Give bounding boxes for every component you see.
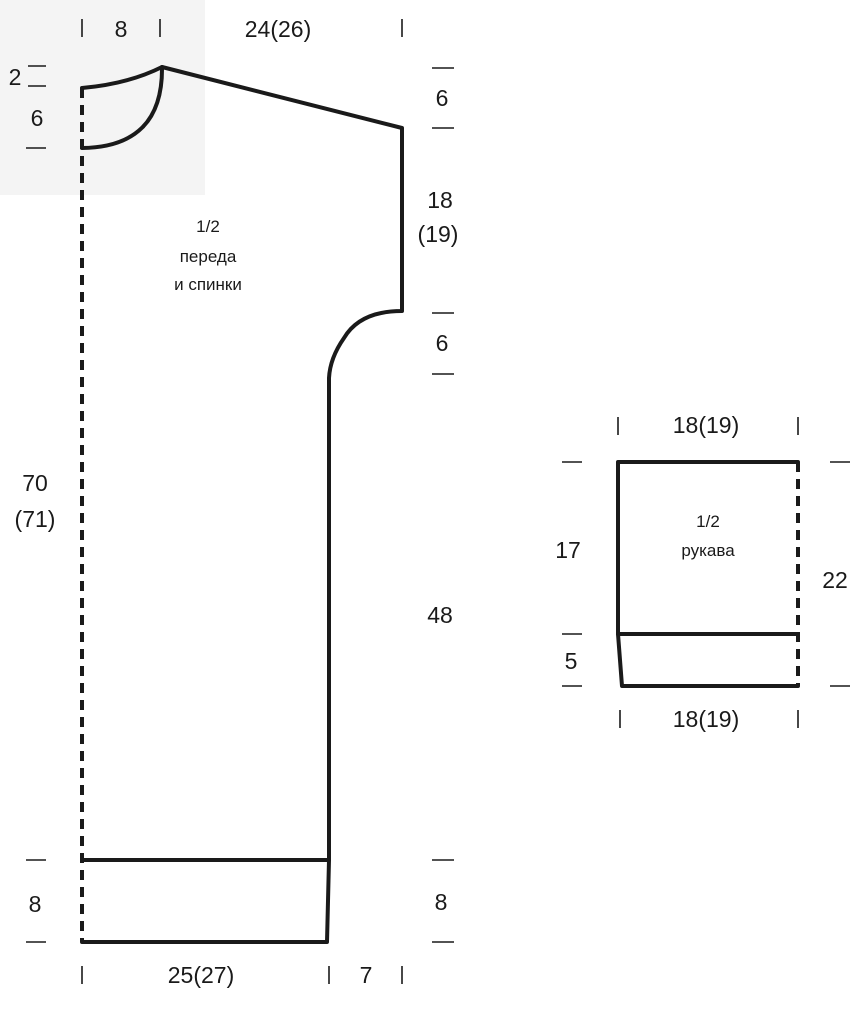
dim-armhole: 18 xyxy=(427,187,453,213)
dim-neck-depth: 6 xyxy=(31,105,44,131)
dim-total-length-alt: (71) xyxy=(15,506,56,532)
sleeve-dimension-labels: 18(19) 17 5 22 18(19) xyxy=(555,412,848,732)
dim-total-length: 70 xyxy=(22,470,48,496)
dim-sleeve-body-height: 17 xyxy=(555,537,581,563)
dim-shoulder-slope: 6 xyxy=(436,85,449,111)
sleeve-label-name: рукава xyxy=(681,541,735,560)
dim-hem-left: 8 xyxy=(29,891,42,917)
dim-sleeve-bottom-width: 18(19) xyxy=(673,706,739,732)
body-dimension-ticks xyxy=(26,19,454,984)
sleeve-outline xyxy=(616,460,800,688)
body-label-back: и спинки xyxy=(174,275,242,294)
body-piece: 1/2 переда и спинки xyxy=(80,65,404,944)
shaded-corner xyxy=(0,0,205,195)
body-dimension-labels: 8 24(26) 2 6 6 18 (19) 6 70 (71) 48 8 8 … xyxy=(9,16,459,988)
body-label-fraction: 1/2 xyxy=(196,217,220,236)
dim-shoulder-width: 24(26) xyxy=(245,16,311,42)
body-label-front: переда xyxy=(180,247,237,266)
neckline-curve xyxy=(80,65,165,150)
dim-underarm-curve: 6 xyxy=(436,330,449,356)
dim-bottom-width: 25(27) xyxy=(168,962,234,988)
dim-armhole-alt: (19) xyxy=(418,221,459,247)
body-outline xyxy=(80,65,404,944)
dim-hem-right: 8 xyxy=(435,889,448,915)
dim-sleeve-top-width: 18(19) xyxy=(673,412,739,438)
dim-side-length: 48 xyxy=(427,602,453,628)
dim-shoulder-drop: 2 xyxy=(9,64,22,90)
sleeve-piece: 1/2 рукава xyxy=(616,460,800,688)
dim-bottom-extra: 7 xyxy=(360,962,373,988)
dim-sleeve-cuff-height: 5 xyxy=(565,648,578,674)
sleeve-label-fraction: 1/2 xyxy=(696,512,720,531)
dim-neck-width: 8 xyxy=(115,16,128,42)
dim-sleeve-total-height: 22 xyxy=(822,567,848,593)
sleeve-dimension-ticks xyxy=(562,417,850,728)
